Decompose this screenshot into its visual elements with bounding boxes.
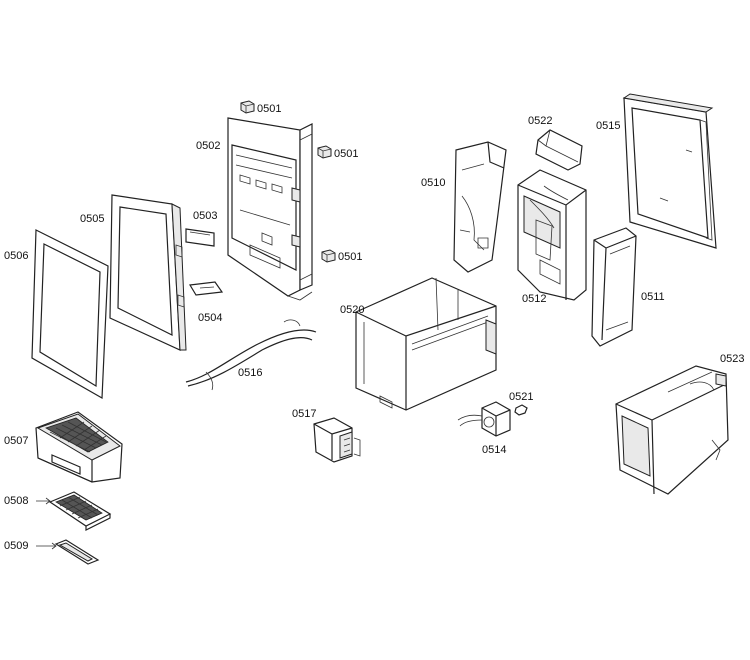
label-0509: 0509 bbox=[4, 540, 29, 552]
label-0512: 0512 bbox=[522, 293, 547, 305]
bucket-0523 bbox=[615, 365, 729, 495]
label-0504: 0504 bbox=[198, 312, 223, 324]
label-0523: 0523 bbox=[720, 353, 745, 365]
label-0511: 0511 bbox=[641, 291, 665, 303]
door-frame-0505 bbox=[109, 194, 187, 351]
ice-maker-0512 bbox=[517, 169, 587, 301]
tray-0504 bbox=[189, 281, 224, 296]
bracket-0517 bbox=[313, 417, 361, 463]
strip-0509 bbox=[54, 539, 100, 565]
label-0516: 0516 bbox=[238, 367, 263, 379]
label-0502: 0502 bbox=[196, 140, 221, 152]
label-0517: 0517 bbox=[292, 408, 317, 420]
label-0501-mid: 0501 bbox=[334, 148, 359, 160]
grid-tray-0508 bbox=[48, 491, 112, 531]
label-0501-low: 0501 bbox=[338, 251, 363, 263]
grille-block-0507 bbox=[35, 411, 123, 483]
label-0510: 0510 bbox=[421, 177, 446, 189]
dispenser-housing-0502 bbox=[227, 117, 313, 301]
label-0515: 0515 bbox=[596, 120, 621, 132]
duct-0510 bbox=[453, 141, 507, 273]
plate-0503 bbox=[185, 228, 215, 247]
small-part-0521 bbox=[514, 404, 528, 416]
label-0506: 0506 bbox=[4, 250, 29, 262]
label-0503: 0503 bbox=[193, 210, 218, 222]
wire-harness-0516 bbox=[185, 319, 317, 391]
cover-0522 bbox=[535, 129, 583, 171]
ice-bin-0520 bbox=[355, 277, 497, 411]
leader-arrows bbox=[36, 497, 57, 550]
label-0520: 0520 bbox=[340, 304, 365, 316]
label-0522: 0522 bbox=[528, 115, 553, 127]
label-0507: 0507 bbox=[4, 435, 29, 447]
label-0505: 0505 bbox=[80, 213, 105, 225]
label-0521: 0521 bbox=[509, 391, 534, 403]
clip-0501-low bbox=[321, 249, 336, 263]
label-0501-top: 0501 bbox=[257, 103, 282, 115]
motor-0514 bbox=[457, 401, 511, 437]
clip-0501-mid bbox=[317, 145, 332, 159]
outer-frame-0506 bbox=[31, 229, 109, 400]
panel-0511 bbox=[591, 227, 637, 347]
clip-0501-top bbox=[240, 100, 255, 114]
label-0508: 0508 bbox=[4, 495, 29, 507]
frame-0515 bbox=[622, 93, 717, 249]
label-0514: 0514 bbox=[482, 444, 507, 456]
